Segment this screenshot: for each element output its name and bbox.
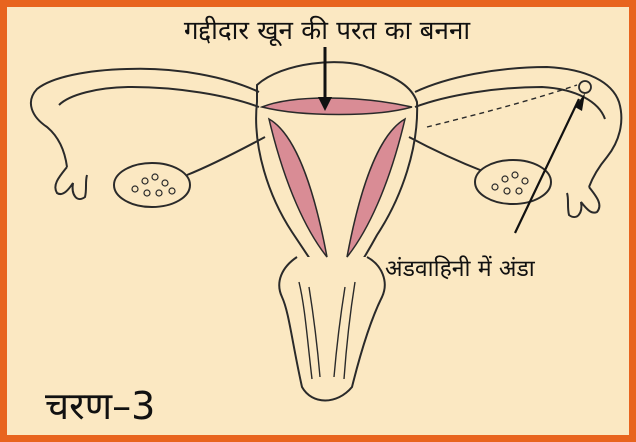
uterus-outline	[256, 62, 417, 277]
right-fimbriae	[567, 187, 599, 217]
left-fimbriae	[55, 167, 87, 199]
uterus-diagram	[7, 7, 629, 435]
lining-label: गद्दीदार खून की परत का बनना	[77, 11, 577, 47]
stage-label: चरण–3	[45, 379, 155, 431]
cervix-outline	[279, 257, 384, 401]
egg-in-tube	[579, 81, 591, 93]
left-ligament	[187, 137, 265, 175]
right-ligament	[409, 137, 485, 172]
egg-path-dashes	[427, 85, 577, 127]
left-ovary	[114, 163, 190, 207]
left-fallopian-tube	[31, 69, 259, 167]
egg-label: अंडवाहिनी में अंडा	[385, 251, 535, 283]
